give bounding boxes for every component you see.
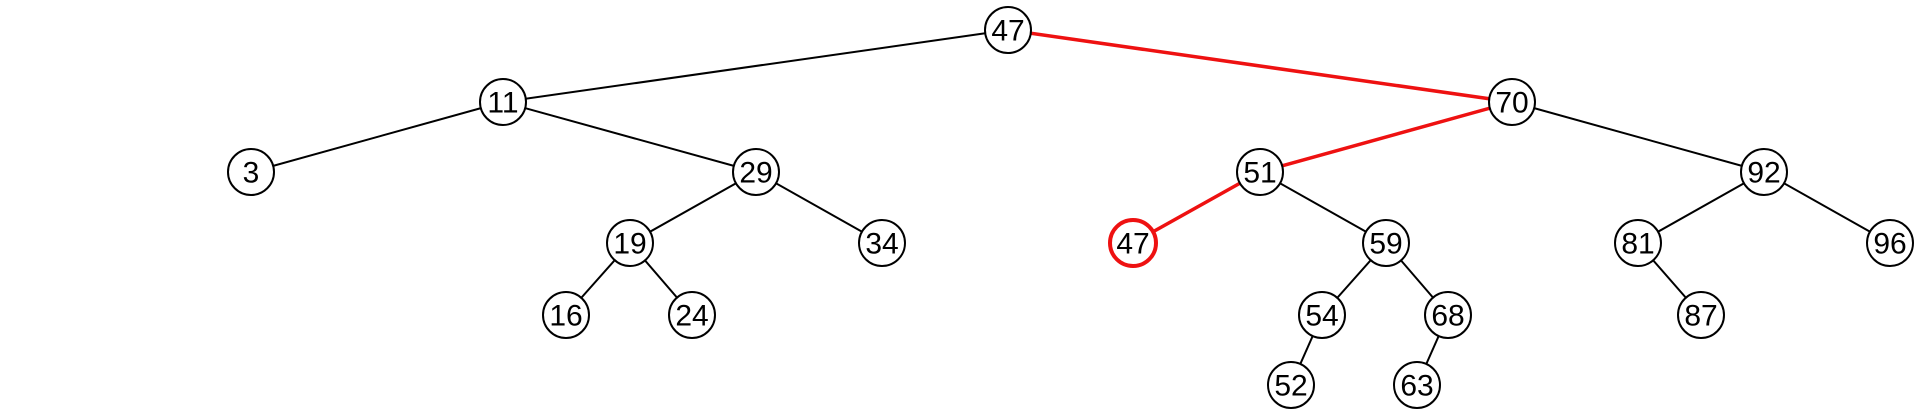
node-label: 3 — [243, 157, 260, 190]
tree-nodes: 47 11 70 3 29 51 92 19 34 47 59 81 96 16 24 54 68 87 52 63 — [227, 6, 1914, 409]
tree-edge-highlighted — [1007, 28, 1513, 104]
node-circle — [1677, 291, 1725, 339]
node-circle — [1298, 291, 1346, 339]
node-circle — [1393, 361, 1441, 409]
node-label: 81 — [1621, 228, 1654, 261]
node-circle — [732, 148, 780, 196]
node-circle — [606, 219, 654, 267]
tree-node: 24 — [668, 291, 716, 339]
tree-node: 47 — [984, 6, 1032, 54]
tree-edge — [1511, 101, 1765, 173]
tree-edge — [502, 29, 1009, 103]
node-label: 87 — [1684, 300, 1717, 333]
node-label: 47 — [991, 15, 1024, 48]
node-circle — [479, 78, 527, 126]
tree-node: 3 — [227, 148, 275, 196]
node-circle — [1614, 219, 1662, 267]
node-label: 47 — [1116, 228, 1149, 261]
node-circle — [984, 6, 1032, 54]
node-label: 54 — [1305, 300, 1338, 333]
tree-node: 54 — [1298, 291, 1346, 339]
tree-edge — [1763, 171, 1891, 244]
node-label: 59 — [1369, 228, 1402, 261]
node-label: 52 — [1274, 370, 1307, 403]
tree-node: 34 — [858, 219, 906, 267]
node-circle — [1488, 78, 1536, 126]
tree-node: 52 — [1267, 361, 1315, 409]
node-label: 96 — [1873, 228, 1906, 261]
node-label: 51 — [1243, 157, 1276, 190]
tree-edge — [1259, 171, 1387, 244]
tree-edge — [1637, 171, 1765, 244]
tree-node: 87 — [1677, 291, 1725, 339]
tree-edge — [250, 101, 504, 173]
node-circle — [668, 291, 716, 339]
tree-edge — [629, 171, 757, 244]
tree-node: 51 — [1236, 148, 1284, 196]
tree-node: 92 — [1740, 148, 1788, 196]
node-label: 11 — [487, 87, 518, 120]
tree-node: 81 — [1614, 219, 1662, 267]
node-circle — [1267, 361, 1315, 409]
node-label: 63 — [1400, 370, 1433, 403]
node-circle — [542, 291, 590, 339]
node-circle — [858, 219, 906, 267]
node-circle — [1866, 219, 1914, 267]
tree-node: 63 — [1393, 361, 1441, 409]
node-label: 16 — [549, 300, 582, 333]
tree-node: 11 — [479, 78, 527, 126]
tree-node-highlighted: 47 — [1108, 218, 1158, 268]
tree-node: 29 — [732, 148, 780, 196]
node-label: 34 — [865, 228, 898, 261]
tree-node: 16 — [542, 291, 590, 339]
node-circle — [1424, 291, 1472, 339]
node-circle — [1108, 218, 1158, 268]
tree-node: 68 — [1424, 291, 1472, 339]
node-circle — [1236, 148, 1284, 196]
node-circle — [227, 148, 275, 196]
node-label: 24 — [675, 300, 708, 333]
node-circle — [1362, 219, 1410, 267]
node-label: 29 — [739, 157, 772, 190]
node-label: 68 — [1431, 300, 1464, 333]
node-label: 92 — [1747, 157, 1780, 190]
tree-edge — [502, 101, 757, 173]
tree-edge — [755, 171, 883, 244]
tree-edge-highlighted — [1259, 100, 1513, 174]
node-label: 70 — [1495, 87, 1528, 120]
tree-node: 96 — [1866, 219, 1914, 267]
tree-node: 59 — [1362, 219, 1410, 267]
node-circle — [1740, 148, 1788, 196]
node-label: 19 — [613, 228, 646, 261]
tree-node: 70 — [1488, 78, 1536, 126]
tree-node: 19 — [606, 219, 654, 267]
